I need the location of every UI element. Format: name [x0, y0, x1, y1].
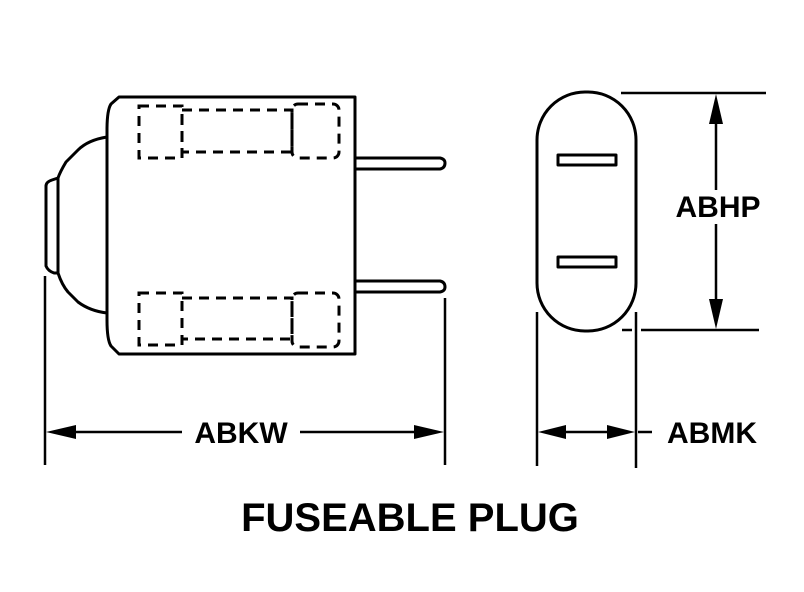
arrowhead-right [607, 425, 635, 439]
arrowhead-left [46, 425, 76, 439]
fuse-element-bottom [137, 291, 341, 349]
dimension-abkw: ABKW [43, 276, 447, 465]
dimension-label-abkw: ABKW [194, 417, 288, 450]
dimension-label-abhp: ABHP [675, 191, 760, 224]
arrowhead-up [709, 94, 723, 124]
dimension-abhp: ABHP [621, 91, 766, 332]
arrowhead-down [709, 299, 723, 329]
fuse-element-top [137, 102, 341, 160]
plug-body [105, 95, 357, 356]
prong-bottom [355, 279, 447, 294]
prong-top [355, 156, 447, 171]
arrowhead-left [538, 425, 566, 439]
dimension-label-abmk: ABMK [667, 417, 757, 450]
plug-end-outline [535, 90, 638, 333]
end-view [535, 90, 638, 333]
side-view [44, 95, 447, 356]
arrowhead-right [414, 425, 444, 439]
dimension-abmk: ABMK [535, 312, 757, 468]
plug-dome [44, 135, 108, 315]
prong-slot-bottom [556, 255, 618, 269]
prong-slot-top [556, 153, 618, 167]
drawing-title: FUSEABLE PLUG [241, 496, 579, 540]
